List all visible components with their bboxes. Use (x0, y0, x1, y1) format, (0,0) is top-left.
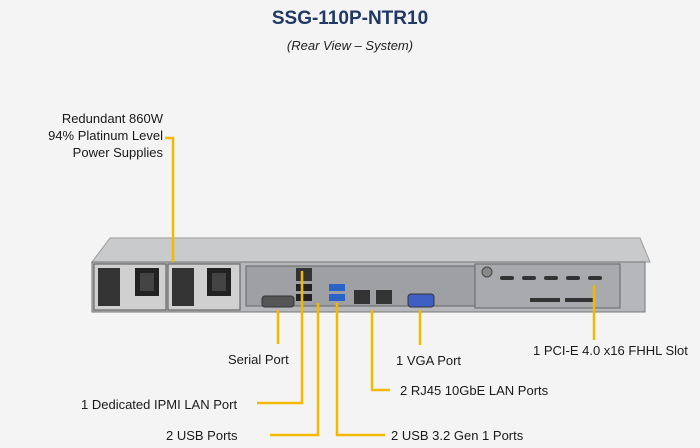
psu-label-line: Power Supplies (72, 145, 163, 160)
pcie-label: 1 PCI-E 4.0 x16 FHHL Slot (533, 343, 688, 358)
usb3-port-2 (329, 294, 345, 301)
vga-label: 1 VGA Port (396, 353, 462, 368)
psu-label-line: Redundant 860W (61, 111, 163, 126)
ipmi-lan-port (296, 268, 312, 281)
vga-port (407, 293, 435, 308)
callout-lines (165, 136, 596, 437)
power-supply-2 (167, 263, 241, 311)
usb2-callout-line (270, 303, 320, 437)
serial-port (261, 295, 295, 308)
page-title: SSG-110P-NTR10 (271, 8, 429, 29)
usb2-label: 2 USB Ports (166, 428, 238, 443)
psu-callout-label: Redundant 860W 94% Platinum Level Power … (8, 110, 163, 161)
rj45-port-2 (376, 290, 392, 304)
chassis-top (91, 237, 651, 263)
psu-label-line: 94% Platinum Level (48, 128, 163, 143)
usb-port-2 (296, 294, 312, 301)
rj45-label: 2 RJ45 10GbE LAN Ports (400, 383, 549, 398)
thumbscrew (481, 266, 493, 278)
psu-callout-line (165, 136, 175, 262)
usb3-callout-line (335, 303, 385, 437)
usb-port-1 (296, 284, 312, 291)
rj45-callout-line (370, 310, 390, 392)
serial-label: Serial Port (228, 352, 289, 367)
page-subtitle: (Rear View – System) (286, 38, 414, 53)
ipmi-callout-line (257, 271, 304, 405)
ipmi-label: 1 Dedicated IPMI LAN Port (81, 397, 238, 412)
usb3-port-1 (329, 284, 345, 291)
rj45-port-1 (354, 290, 370, 304)
power-supply-1 (93, 263, 167, 311)
usb3-label: 2 USB 3.2 Gen 1 Ports (391, 428, 524, 443)
